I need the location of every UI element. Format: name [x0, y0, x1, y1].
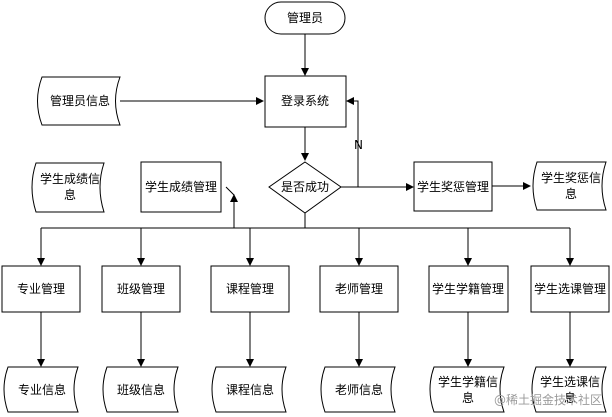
node-grade-mgmt-label: 学生成绩管理	[145, 179, 217, 194]
node-major-doc: 专业信息	[3, 366, 79, 413]
node-grade-doc: 学生成绩信 息	[31, 162, 105, 213]
node-login-label: 登录系统	[281, 93, 329, 108]
node-teacher-doc-label: 老师信息	[335, 382, 383, 397]
node-admin: 管理员	[264, 1, 346, 35]
node-course-doc-label: 课程信息	[226, 382, 274, 397]
watermark-text: @稀土掘金技术社区	[494, 392, 602, 407]
node-class-doc-label: 班级信息	[117, 382, 165, 397]
node-admin-info: 管理员信息	[37, 76, 121, 126]
node-class-mgmt: 班级管理	[101, 265, 181, 313]
node-elective-mgmt: 学生选课管理	[530, 265, 610, 313]
node-major-mgmt-label: 专业管理	[17, 281, 65, 296]
node-reward-mgmt: 学生奖惩管理	[413, 161, 493, 212]
node-major-doc-label: 专业信息	[18, 382, 66, 397]
no-branch-label: N	[354, 138, 363, 152]
node-status-doc: 学生学籍信 息	[429, 366, 505, 413]
node-major-mgmt: 专业管理	[1, 265, 81, 313]
node-reward-doc-line1: 学生奖惩信	[541, 170, 601, 185]
node-reward-doc: 学生奖惩信 息	[532, 161, 607, 211]
connectors	[37, 34, 574, 367]
node-status-doc-line2: 息	[462, 390, 474, 405]
node-elective-doc-line2: 息	[564, 390, 576, 405]
node-reward-mgmt-label: 学生奖惩管理	[417, 179, 489, 194]
node-success-check: 是否成功	[268, 161, 342, 214]
node-login: 登录系统	[264, 75, 347, 128]
node-elective-doc-line1: 学生选课信	[540, 374, 600, 389]
node-grade-doc-line2: 息	[64, 187, 76, 202]
node-elective-mgmt-label: 学生选课管理	[534, 281, 606, 296]
node-grade-doc-line1: 学生成绩信	[40, 171, 100, 186]
node-teacher-doc: 老师信息	[320, 366, 396, 413]
node-grade-mgmt: 学生成绩管理	[140, 161, 222, 213]
node-class-doc: 班级信息	[102, 366, 179, 413]
node-admin-label: 管理员	[287, 10, 323, 25]
node-reward-doc-line2: 息	[565, 186, 577, 201]
node-status-mgmt-label: 学生学籍管理	[432, 281, 504, 296]
node-teacher-mgmt: 老师管理	[319, 265, 399, 313]
node-status-mgmt: 学生学籍管理	[428, 265, 509, 313]
node-elective-doc: 学生选课信 息	[531, 366, 607, 413]
node-teacher-mgmt-label: 老师管理	[335, 281, 383, 296]
node-status-doc-line1: 学生学籍信	[438, 374, 498, 389]
node-success-check-label: 是否成功	[281, 180, 329, 194]
node-admin-info-label: 管理员信息	[50, 93, 110, 108]
node-class-mgmt-label: 班级管理	[117, 281, 165, 296]
node-course-doc: 课程信息	[211, 366, 287, 413]
node-course-mgmt: 课程管理	[210, 265, 290, 313]
node-course-mgmt-label: 课程管理	[226, 281, 274, 296]
